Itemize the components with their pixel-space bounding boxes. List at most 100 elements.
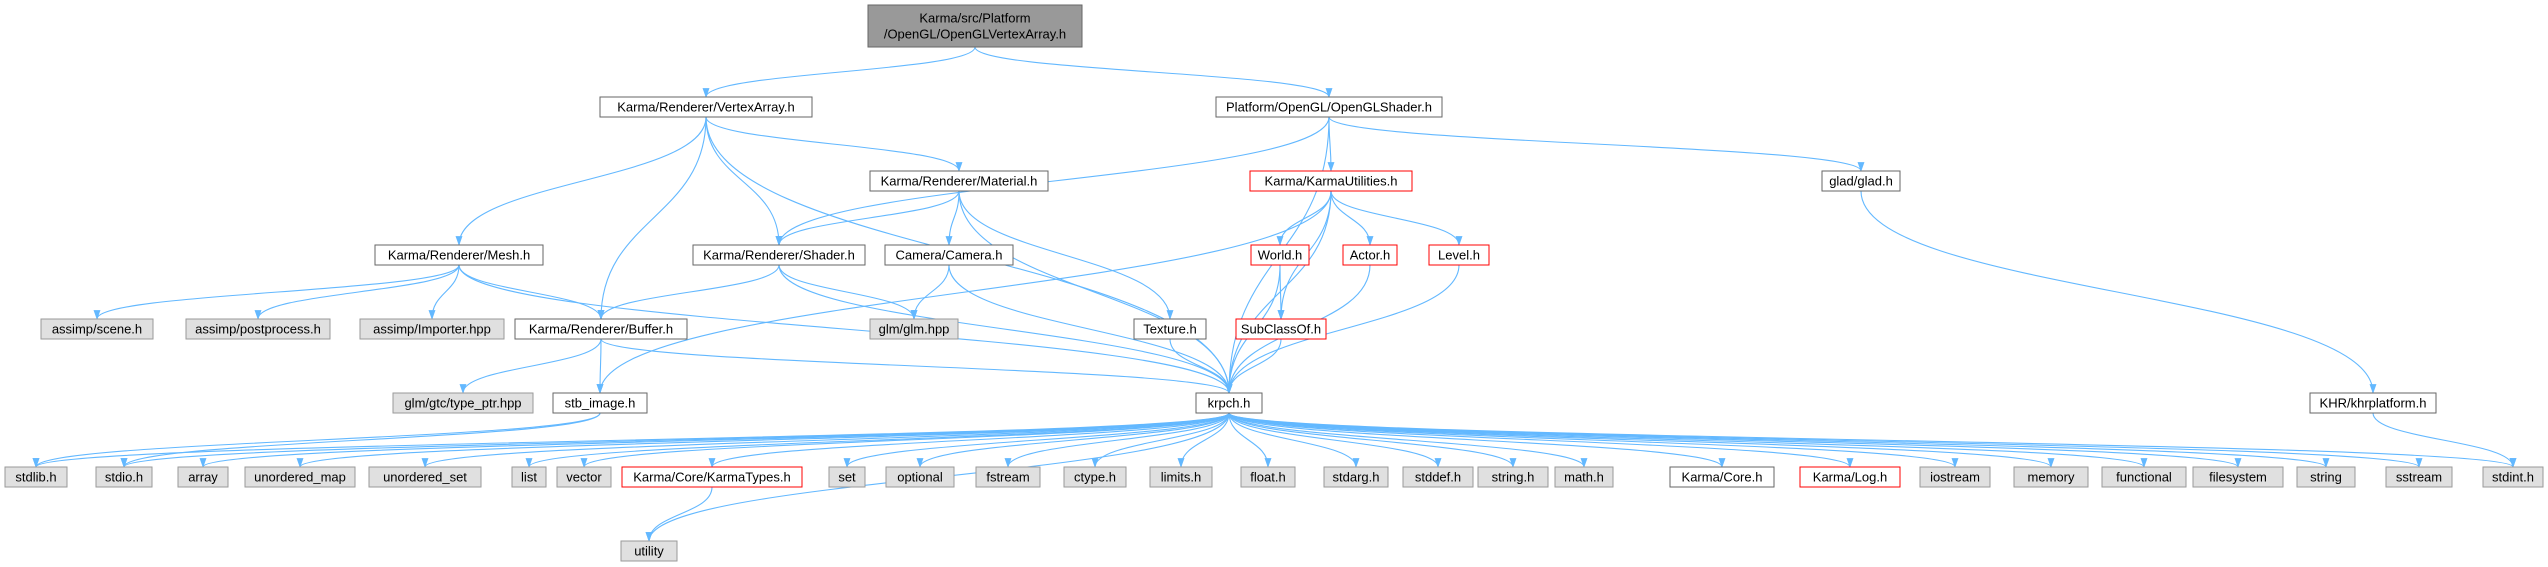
node-vertexarray[interactable]: Karma/Renderer/VertexArray.h	[599, 96, 813, 118]
node-krpch[interactable]: krpch.h	[1195, 392, 1263, 414]
node-memory[interactable]: memory	[2013, 466, 2089, 488]
node-texture[interactable]: Texture.h	[1133, 318, 1207, 340]
node-string_h[interactable]: string.h	[1477, 466, 1549, 488]
node-math-label: math.h	[1564, 470, 1604, 485]
node-actor[interactable]: Actor.h	[1342, 244, 1398, 266]
node-subclassof[interactable]: SubClassOf.h	[1235, 318, 1327, 340]
node-string[interactable]: string	[2296, 466, 2356, 488]
node-unordered_map[interactable]: unordered_map	[244, 466, 356, 488]
node-float[interactable]: float.h	[1240, 466, 1296, 488]
node-openglshader-label: Platform/OpenGL/OpenGLShader.h	[1226, 100, 1432, 115]
node-openglshader[interactable]: Platform/OpenGL/OpenGLShader.h	[1215, 96, 1443, 118]
node-memory-box	[2013, 466, 2089, 488]
node-set[interactable]: set	[828, 466, 866, 488]
node-filesystem[interactable]: filesystem	[2192, 466, 2284, 488]
node-root[interactable]: Karma/src/Platform/OpenGL/OpenGLVertexAr…	[867, 4, 1083, 48]
node-mesh[interactable]: Karma/Renderer/Mesh.h	[374, 244, 544, 266]
node-stb_image-label: stb_image.h	[565, 396, 636, 411]
node-material[interactable]: Karma/Renderer/Material.h	[869, 170, 1049, 192]
dependency-edges	[32, 46, 2517, 542]
node-karmatypes-box	[621, 466, 803, 488]
node-actor-box	[1342, 244, 1398, 266]
edge-krpch-to-unordered_map	[296, 412, 1230, 468]
node-glm_typeptr-label: glm/gtc/type_ptr.hpp	[404, 396, 521, 411]
node-buffer[interactable]: Karma/Renderer/Buffer.h	[514, 318, 688, 340]
node-level-box	[1428, 244, 1490, 266]
node-list-label: list	[521, 470, 537, 485]
node-iostream-box	[1919, 466, 1991, 488]
node-sstream[interactable]: sstream	[2385, 466, 2453, 488]
edge-material-to-texture	[958, 190, 1174, 320]
node-stdint[interactable]: stdint.h	[2482, 466, 2544, 488]
node-stb_image-box	[552, 392, 648, 414]
edge-material-to-krpch	[958, 190, 1233, 394]
node-glad[interactable]: glad/glad.h	[1821, 170, 1901, 192]
node-iostream[interactable]: iostream	[1919, 466, 1991, 488]
node-assimp_post-box	[185, 318, 331, 340]
node-unordered_set-box	[368, 466, 482, 488]
node-material-label: Karma/Renderer/Material.h	[881, 174, 1038, 189]
node-camera[interactable]: Camera/Camera.h	[884, 244, 1014, 266]
node-ctype[interactable]: ctype.h	[1063, 466, 1127, 488]
node-stdarg[interactable]: stdarg.h	[1323, 466, 1389, 488]
edge-karmautilities-to-actor	[1330, 190, 1374, 246]
node-vector[interactable]: vector	[556, 466, 612, 488]
edge-krpch-to-karmatypes	[708, 412, 1230, 468]
node-utility[interactable]: utility	[620, 540, 678, 562]
node-limits-label: limits.h	[1161, 470, 1201, 485]
node-optional[interactable]: optional	[885, 466, 955, 488]
node-stb_image[interactable]: stb_image.h	[552, 392, 648, 414]
node-functional[interactable]: functional	[2101, 466, 2187, 488]
node-shader[interactable]: Karma/Renderer/Shader.h	[692, 244, 866, 266]
node-karmautilities[interactable]: Karma/KarmaUtilities.h	[1249, 170, 1413, 192]
node-assimp_importer-box	[359, 318, 505, 340]
edge-camera-to-krpch	[948, 264, 1233, 394]
node-krpch-label: krpch.h	[1208, 396, 1251, 411]
edge-subclassof-to-krpch	[1225, 338, 1282, 394]
edge-texture-to-krpch	[1169, 338, 1233, 394]
edge-krpch-to-limits	[1177, 412, 1230, 468]
node-glm-label: glm/glm.hpp	[879, 322, 950, 337]
node-khrplatform[interactable]: KHR/khrplatform.h	[2309, 392, 2437, 414]
edge-krpch-to-set	[843, 412, 1230, 468]
node-stdlib[interactable]: stdlib.h	[4, 466, 68, 488]
edge-buffer-to-stb_image	[596, 338, 604, 394]
node-assimp_scene[interactable]: assimp/scene.h	[40, 318, 154, 340]
node-array[interactable]: array	[177, 466, 229, 488]
node-stddef[interactable]: stddef.h	[1402, 466, 1474, 488]
node-assimp_importer[interactable]: assimp/Importer.hpp	[359, 318, 505, 340]
node-buffer-label: Karma/Renderer/Buffer.h	[529, 322, 673, 337]
node-unordered_set[interactable]: unordered_set	[368, 466, 482, 488]
edge-krpch-to-vector	[580, 412, 1230, 468]
node-filesystem-label: filesystem	[2209, 470, 2267, 485]
node-world[interactable]: World.h	[1250, 244, 1310, 266]
node-fstream[interactable]: fstream	[975, 466, 1041, 488]
node-karmacore-box	[1669, 466, 1775, 488]
node-openglshader-box	[1215, 96, 1443, 118]
node-limits[interactable]: limits.h	[1149, 466, 1213, 488]
node-glad-label: glad/glad.h	[1829, 174, 1893, 189]
edge-krpch-to-stdlib	[32, 412, 1230, 468]
node-level[interactable]: Level.h	[1428, 244, 1490, 266]
edge-level-to-krpch	[1225, 264, 1460, 394]
node-karmatypes[interactable]: Karma/Core/KarmaTypes.h	[621, 466, 803, 488]
node-camera-box	[884, 244, 1014, 266]
node-root-label: /OpenGL/OpenGLVertexArray.h	[884, 27, 1066, 42]
node-world-box	[1250, 244, 1310, 266]
node-karmautilities-label: Karma/KarmaUtilities.h	[1265, 174, 1398, 189]
node-assimp_post[interactable]: assimp/postprocess.h	[185, 318, 331, 340]
node-mesh-label: Karma/Renderer/Mesh.h	[388, 248, 530, 263]
node-list[interactable]: list	[511, 466, 547, 488]
node-khrplatform-label: KHR/khrplatform.h	[2320, 396, 2427, 411]
edge-krpch-to-float	[1228, 412, 1272, 468]
node-glm[interactable]: glm/glm.hpp	[869, 318, 959, 340]
node-karmalog[interactable]: Karma/Log.h	[1799, 466, 1901, 488]
node-math[interactable]: math.h	[1554, 466, 1614, 488]
node-glm_typeptr[interactable]: glm/gtc/type_ptr.hpp	[392, 392, 534, 414]
node-texture-box	[1133, 318, 1207, 340]
edge-khrplatform-to-stdint	[2372, 412, 2517, 468]
node-assimp_importer-label: assimp/Importer.hpp	[373, 322, 491, 337]
edge-mesh-to-assimp_scene	[93, 264, 460, 320]
node-stdio[interactable]: stdio.h	[95, 466, 153, 488]
node-karmacore[interactable]: Karma/Core.h	[1669, 466, 1775, 488]
